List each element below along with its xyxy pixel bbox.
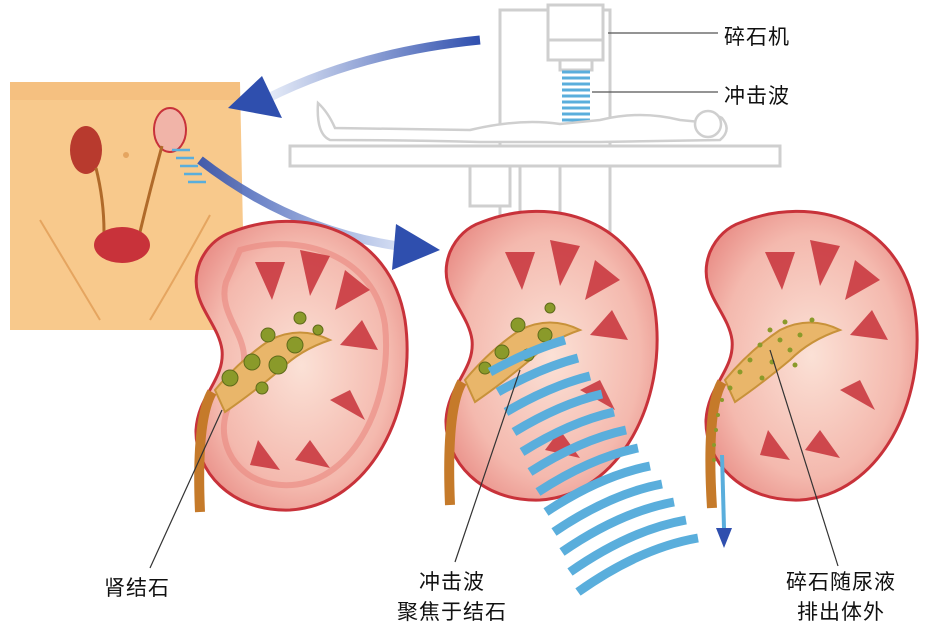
fragments-line1: 碎石随尿液 xyxy=(786,570,896,594)
shockwave-label-top: 冲击波 xyxy=(724,84,790,108)
lithotripter-label: 碎石机 xyxy=(724,25,790,49)
shockwave-icon xyxy=(562,70,590,128)
kidney-icon xyxy=(704,209,919,548)
fragments-line2: 排出体外 xyxy=(797,600,885,624)
arrow-icon xyxy=(197,156,440,270)
patient-figure-icon xyxy=(316,100,728,144)
fragments-label: 碎石随尿液 排出体外 xyxy=(756,566,926,626)
shockwave-focus-line2: 聚焦于结石 xyxy=(397,600,507,624)
body-torso-icon xyxy=(10,82,245,330)
lithotripter-machine-icon xyxy=(288,3,782,242)
arrow-icon xyxy=(228,35,481,118)
kidney-icon xyxy=(194,219,409,513)
shockwave-focus-line1: 冲击波 xyxy=(419,570,485,594)
shockwave-focus-label: 冲击波 聚焦于结石 xyxy=(362,566,542,626)
kidney-stone-label: 肾结石 xyxy=(104,576,170,600)
kidney-icon xyxy=(444,209,699,596)
